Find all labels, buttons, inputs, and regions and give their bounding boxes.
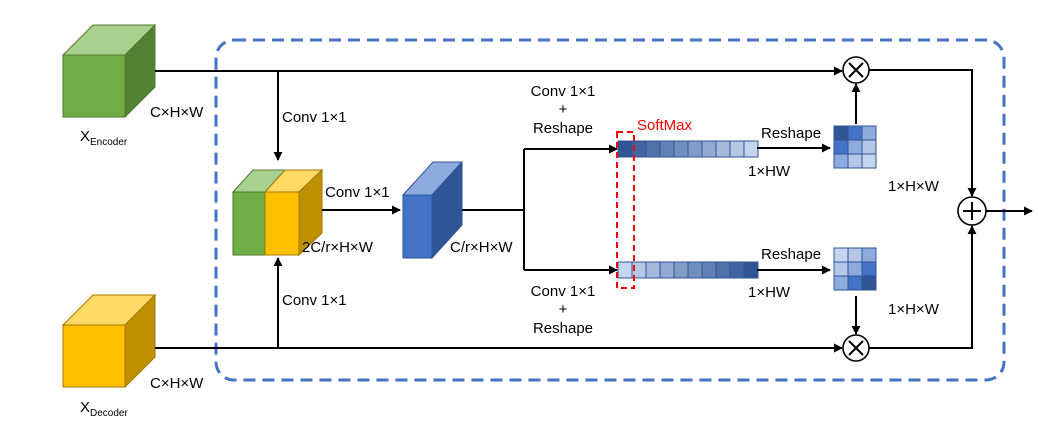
bottom-vector-cell [673,261,689,279]
decoder-input-label: XDecoder [80,399,128,419]
bottom-grid-cell [847,275,863,291]
bottom-grid-cell [833,275,849,291]
bottom-branch-plus-label: + [559,301,568,318]
top-vector-cell [715,140,731,158]
top-vector-cell [617,140,633,158]
top-to-add-line [869,69,977,197]
decoder-cube [61,293,157,389]
reduced-feature-block [401,160,464,260]
bottom-grid-cell [861,275,877,291]
softmax-label: SoftMax [637,117,693,134]
top-vector [617,140,759,158]
bottom-grid-cell [833,247,849,263]
top-branch-conv-label: Conv 1×1 [531,83,596,100]
bottom-grid-cell [861,247,877,263]
bottom-vector-cell [617,261,633,279]
top-multiply-node [842,56,870,84]
bottom-vector-dims-label: 1×HW [748,284,791,301]
bottom-vector-cell [729,261,745,279]
top-grid-cell [833,153,849,169]
bottom-attention-grid [833,247,877,291]
top-vector-cell [729,140,745,158]
top-vector-cell [645,140,661,158]
concat-dims-label: 2C/r×H×W [302,239,374,256]
softmax-box [616,131,635,289]
top-branch-reshape-label: Reshape [533,120,593,137]
top-grid-cell [847,125,863,141]
bottom-vector-cell [687,261,703,279]
top-grid-dims-label: 1×H×W [888,178,940,195]
top-vector-cell [659,140,675,158]
decoder-conv-label: Conv 1×1 [282,292,347,309]
top-grid-cell [847,153,863,169]
top-grid-cell [861,125,877,141]
bottom-reshape-label: Reshape [761,246,821,263]
add-node [957,196,987,226]
top-grid-cell [861,153,877,169]
concat-block [231,168,324,257]
top-vector-cell [673,140,689,158]
bottom-multiply-node [842,334,870,362]
bottom-vector-cell [659,261,675,279]
top-vector-dims-label: 1×HW [748,163,791,180]
encoder-conv-label: Conv 1×1 [282,109,347,126]
bottom-vector-cell [743,261,759,279]
top-attention-grid [833,125,877,169]
top-branch-plus-label: + [559,101,568,118]
decoder-dims-label: C×H×W [150,375,204,392]
bottom-branch-conv-label: Conv 1×1 [531,283,596,300]
encoder-cube [61,23,157,119]
encoder-input-label: XEncoder [80,128,128,148]
bottom-grid-cell [847,261,863,277]
top-grid-cell [861,139,877,155]
top-vector-cell [687,140,703,158]
bottom-grid-dims-label: 1×H×W [888,301,940,318]
bottom-grid-cell [861,261,877,277]
top-grid-cell [833,139,849,155]
bottom-vector-cell [701,261,717,279]
top-vector-cell [743,140,759,158]
bottom-vector [617,261,759,279]
mid-conv-label: Conv 1×1 [325,184,390,201]
top-grid-cell [847,139,863,155]
bottom-to-add-line [869,225,977,349]
top-vector-cell [701,140,717,158]
bottom-grid-cell [833,261,849,277]
bottom-branch-reshape-label: Reshape [533,320,593,337]
reduced-dims-label: C/r×H×W [450,239,513,256]
top-grid-cell [833,125,849,141]
top-reshape-label: Reshape [761,125,821,142]
encoder-dims-label: C×H×W [150,104,204,121]
bottom-vector-cell [715,261,731,279]
bottom-vector-cell [645,261,661,279]
bottom-grid-cell [847,247,863,263]
